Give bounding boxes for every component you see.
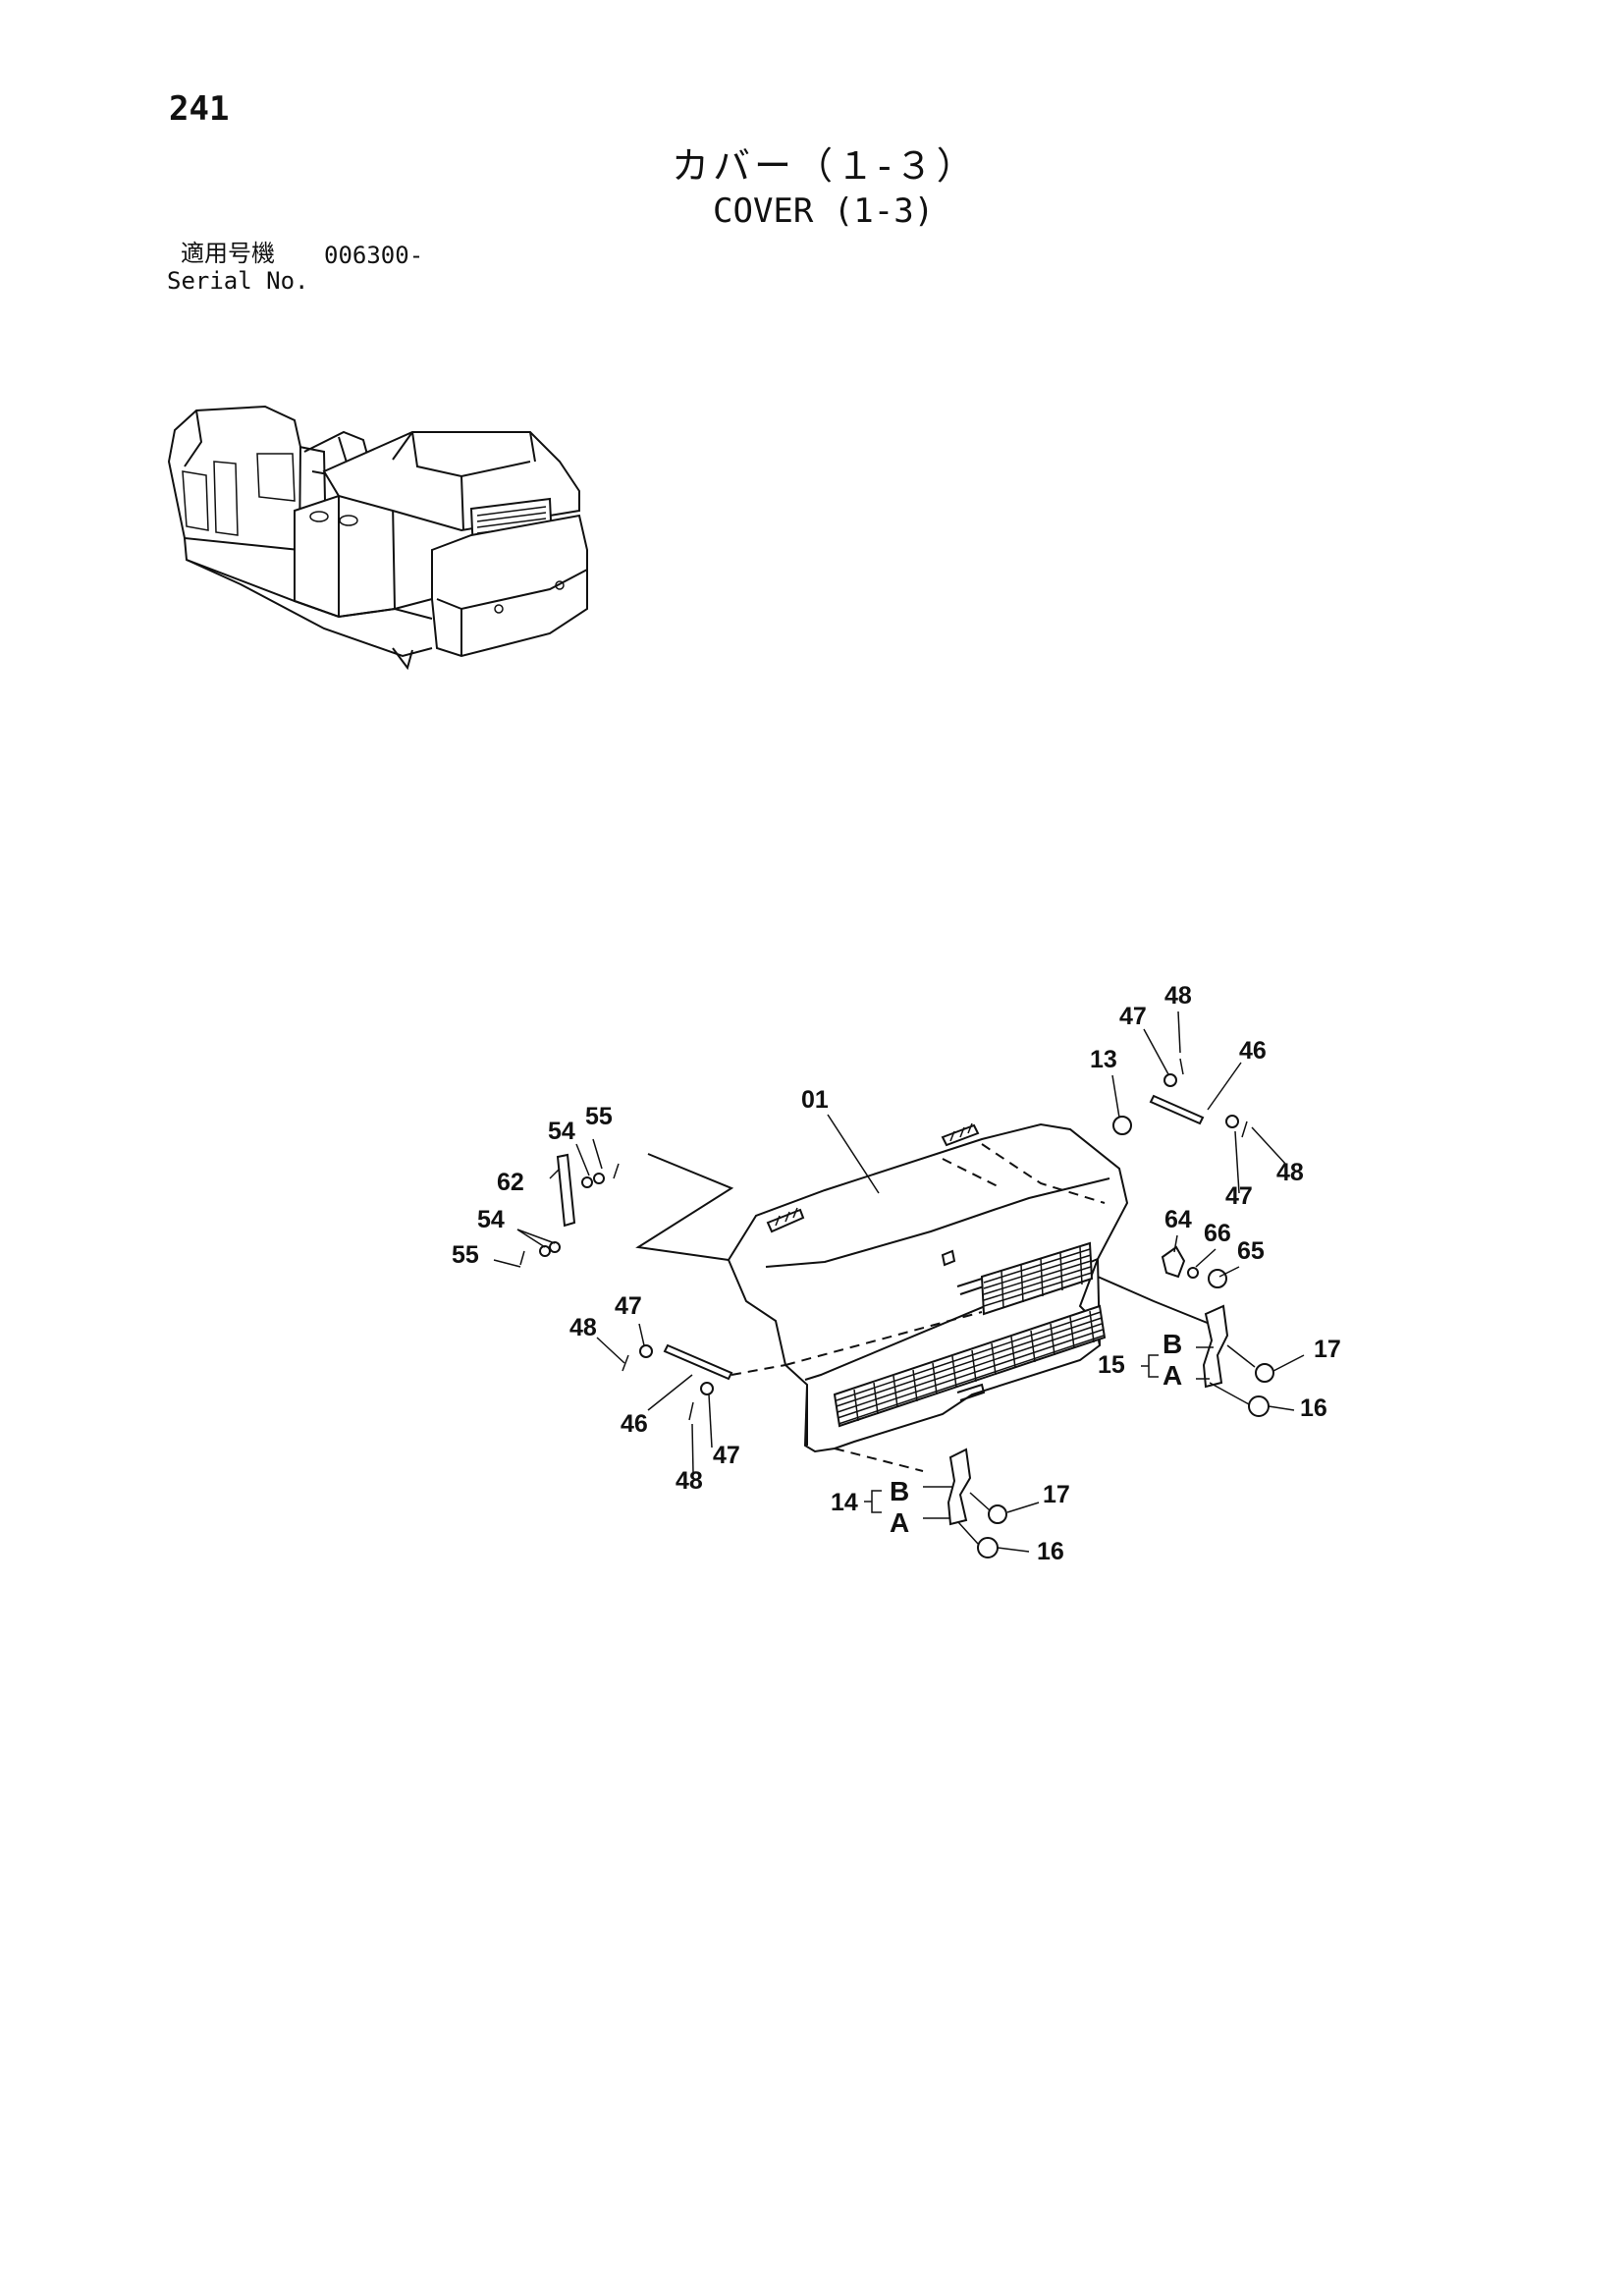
callout-15-b: B	[1163, 1329, 1182, 1359]
callout-47-lower: 47	[713, 1442, 740, 1469]
right-lock-assembly	[1097, 1245, 1227, 1325]
serial-label-japanese: 適用号機	[181, 240, 275, 267]
serial-number-value: 006300-	[324, 242, 424, 269]
hinge-assembly-15	[1202, 1304, 1274, 1417]
callout-48-right: 48	[1276, 1159, 1304, 1186]
hinge-assembly-14	[834, 1448, 1007, 1558]
callout-46-right: 46	[1239, 1037, 1267, 1065]
callout-15: 15	[1098, 1351, 1125, 1379]
right-gas-strut	[1112, 1058, 1248, 1138]
callout-17-right: 17	[1314, 1336, 1341, 1363]
callout-65: 65	[1237, 1237, 1265, 1265]
callout-54-bottom: 54	[477, 1206, 505, 1233]
callout-48-lower: 48	[676, 1467, 703, 1495]
callout-55-top: 55	[585, 1103, 613, 1130]
left-latch-assembly	[519, 1153, 620, 1266]
callout-16-right: 16	[1300, 1394, 1327, 1422]
callout-47-left: 47	[615, 1292, 642, 1320]
callout-14-a: A	[890, 1507, 909, 1538]
callout-16-lower: 16	[1037, 1538, 1064, 1565]
callout-15-a: A	[1163, 1360, 1182, 1391]
page-number: 241	[169, 89, 230, 129]
callout-62: 62	[497, 1169, 524, 1196]
callout-13: 13	[1090, 1046, 1117, 1073]
callout-64: 64	[1164, 1206, 1192, 1233]
callout-48-top: 48	[1164, 982, 1192, 1010]
top-hinge-2	[941, 1122, 980, 1147]
page-title-japanese: カバー（１-３）	[672, 144, 978, 188]
callout-47-top: 47	[1119, 1003, 1147, 1030]
callout-46-left: 46	[621, 1410, 648, 1438]
callout-55-bottom: 55	[452, 1241, 479, 1269]
cover-assembly-drawing	[635, 1122, 1129, 1453]
machine-overview-illustration	[167, 405, 588, 671]
top-hinge-1	[766, 1207, 805, 1233]
left-gas-strut	[622, 1343, 786, 1421]
callout-48-left: 48	[569, 1314, 597, 1341]
callout-47-right: 47	[1225, 1182, 1253, 1210]
callout-14: 14	[831, 1489, 858, 1516]
page-title-english: COVER (1-3)	[713, 191, 935, 231]
serial-label-english: Serial No.	[167, 267, 309, 295]
callout-54-top: 54	[548, 1118, 575, 1145]
callout-17-lower: 17	[1043, 1481, 1070, 1508]
callout-14-b: B	[890, 1476, 909, 1506]
cover-grille-mesh	[833, 1241, 1107, 1428]
leader-lines	[493, 1011, 1305, 1553]
callout-66: 66	[1204, 1220, 1231, 1247]
callout-01: 01	[801, 1086, 829, 1114]
